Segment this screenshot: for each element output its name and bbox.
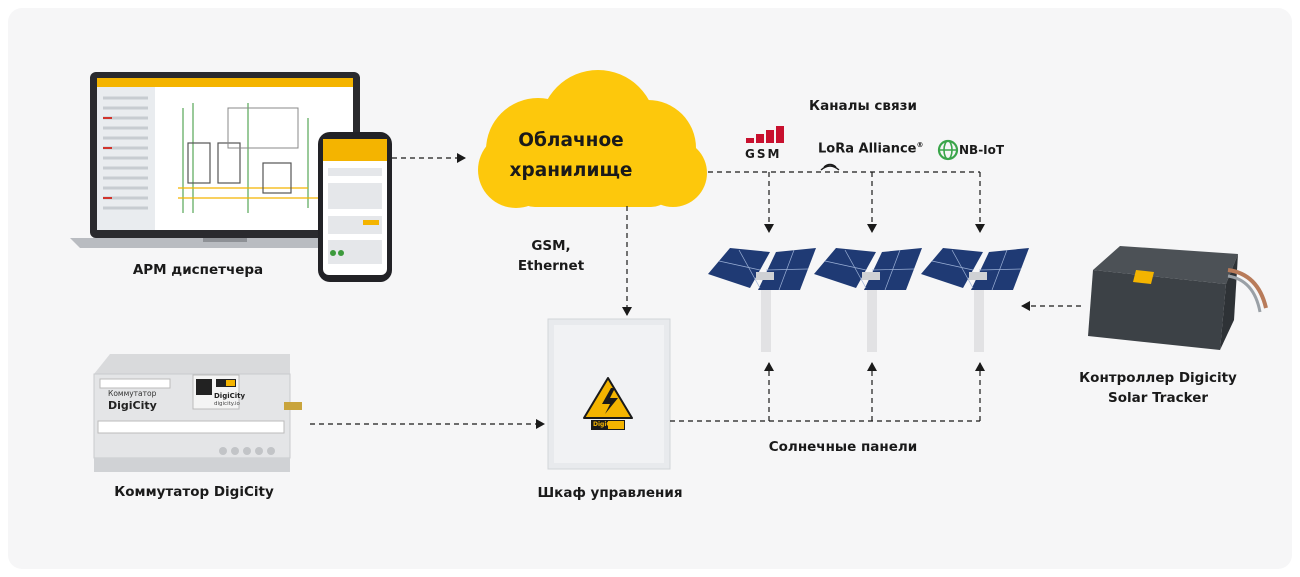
controller-label-line1: Контроллер Digicity xyxy=(1079,370,1237,386)
controller-label: Контроллер Digicity Solar Tracker xyxy=(1068,368,1248,408)
operator-station-label: АРМ диспетчера xyxy=(132,262,264,278)
control-cabinet-icon xyxy=(547,318,671,470)
nbiot-globe-icon xyxy=(937,139,959,161)
solar-panel-3-icon xyxy=(921,248,1029,352)
switch-title-line1: Коммутатор xyxy=(108,389,157,398)
gsm-ethernet-line2: Ethernet xyxy=(517,258,585,274)
nbiot-logo-text: NB-IoT xyxy=(959,143,1005,157)
cloud-label-line1: Облачное xyxy=(518,130,624,151)
gsm-logo-icon xyxy=(746,126,784,143)
cabinet-brand: DigiCity xyxy=(593,421,620,428)
cloud-storage-label: Облачное хранилище xyxy=(496,126,646,186)
cloud-label-line2: хранилище xyxy=(509,160,633,181)
switch-label: Коммутатор DigiCity xyxy=(114,484,274,500)
switch-device-icon xyxy=(93,354,302,472)
smartphone-icon xyxy=(318,132,392,282)
controller-label-line2: Solar Tracker xyxy=(1107,390,1209,406)
lora-registered-mark: ® xyxy=(916,141,924,149)
diagram-canvas: Облачное хранилище GSM LoRa Alliance® NB… xyxy=(8,8,1292,569)
solar-panel-2-icon xyxy=(814,248,922,352)
lora-waves-icon xyxy=(820,163,840,171)
solar-panels-label: Солнечные панели xyxy=(768,439,918,455)
switch-site: digicity.io xyxy=(214,401,240,407)
laptop-icon xyxy=(70,72,380,248)
connector-layer xyxy=(70,70,1268,472)
lora-logo-name: LoRa Alliance xyxy=(818,141,917,157)
gsm-ethernet-line1: GSM, xyxy=(531,238,571,254)
cloud-icon xyxy=(478,70,707,208)
solar-panel-1-icon xyxy=(708,248,816,352)
lora-logo-text: LoRa Alliance® xyxy=(818,141,924,156)
cabinet-label: Шкаф управления xyxy=(537,485,683,501)
gsm-logo-text: GSM xyxy=(745,147,782,161)
gsm-ethernet-label: GSM, Ethernet xyxy=(516,236,586,276)
tracker-controller-icon xyxy=(1088,246,1268,350)
channels-label: Каналы связи xyxy=(809,98,917,114)
switch-brand: DigiCity xyxy=(214,392,246,400)
switch-title-line2: DigiCity xyxy=(108,399,157,412)
